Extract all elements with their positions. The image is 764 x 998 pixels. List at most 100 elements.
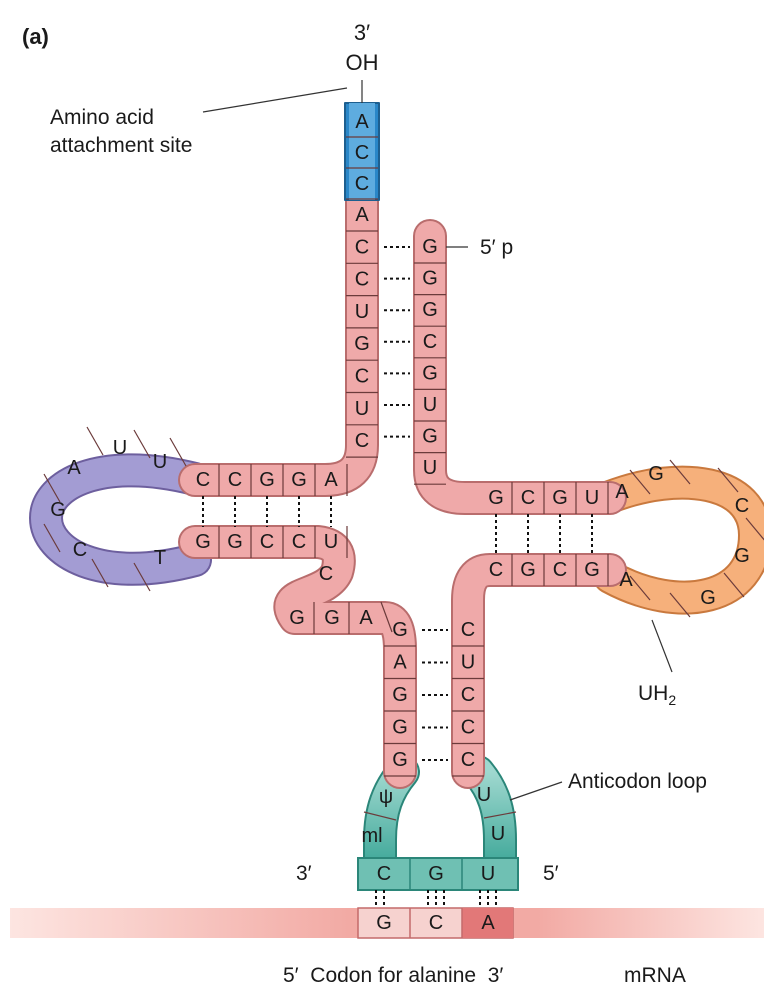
t-stem-bottom-base: G	[584, 559, 600, 581]
d-stem-top-base: C	[228, 469, 242, 491]
end3-oh: OH	[346, 50, 379, 75]
anticodon-loop-base: U	[491, 823, 505, 845]
d-loop-base: G	[50, 499, 66, 521]
acceptor-tail-base: C	[355, 142, 369, 164]
d-loop-separator	[43, 523, 61, 553]
t-stem-bottom-base: C	[489, 559, 503, 581]
codon-box	[357, 907, 514, 939]
anticodon-loop-base: ml	[361, 825, 382, 847]
acceptor-5p-base: G	[422, 299, 438, 321]
end5-label: 5′ p	[480, 236, 513, 259]
t-loop-separator	[629, 575, 651, 601]
d-stem-top-base: C	[196, 469, 210, 491]
t-stem-top-base: C	[521, 487, 535, 509]
t-loop-separator	[669, 592, 691, 618]
d-stem-top-base: G	[259, 469, 275, 491]
uh2-label: UH2	[638, 682, 676, 708]
anticodon-end-left: 3′	[296, 862, 312, 885]
t-loop-base: G	[700, 587, 716, 609]
variable-region-base: G	[324, 607, 340, 629]
end3-prime: 3′	[354, 20, 370, 45]
t-stem-top-base: G	[552, 487, 568, 509]
t-loop-base: G	[734, 545, 750, 567]
anticodon-stem-left-base: G	[392, 749, 408, 771]
t-stem-top-base: G	[488, 487, 504, 509]
t-loop-tube	[593, 465, 764, 615]
t-loop-separator	[669, 459, 691, 485]
d-stem-bottom-base: G	[195, 531, 211, 553]
acceptor-5p-base: U	[423, 457, 437, 479]
t-stem-bottom-base: C	[553, 559, 567, 581]
acceptor-5p-base: G	[422, 362, 438, 384]
acceptor-tail-base: C	[355, 173, 369, 195]
hydrogen-bonds	[202, 246, 593, 908]
t-loop-separator	[745, 517, 764, 541]
variable-region-base: G	[289, 607, 305, 629]
anticodon-stem-right-base: C	[461, 749, 475, 771]
t-loop-separator	[629, 469, 651, 495]
amino-acid-label-2: attachment site	[50, 134, 192, 157]
acceptor-3p-base: C	[355, 430, 369, 452]
codon-base: G	[376, 912, 392, 934]
d-stem-bottom-base: C	[260, 531, 274, 553]
anticodon-stem-right-base: U	[461, 652, 475, 674]
d-stem-bottom-base: C	[292, 531, 306, 553]
anticodon-base: U	[481, 863, 495, 885]
variable-region-base: C	[319, 563, 333, 585]
codon-base: A	[481, 912, 495, 934]
t-loop-separator	[717, 467, 739, 493]
anticodon-stem-left-base: G	[392, 717, 408, 739]
acceptor-3p-base: A	[355, 204, 369, 226]
t-loop-base: C	[735, 495, 749, 517]
anticodon-box	[357, 857, 519, 891]
acceptor-5p-base: C	[423, 331, 437, 353]
acceptor-3p-base: C	[355, 269, 369, 291]
d-loop-base: C	[73, 539, 87, 561]
d-stem-bottom-base: U	[324, 531, 338, 553]
anticodon-base: G	[428, 863, 444, 885]
t-loop-separator	[723, 572, 745, 598]
anticodon-stem-left-base: A	[393, 652, 407, 674]
base-separators	[43, 136, 764, 821]
stem-tubes	[178, 183, 627, 789]
acceptor-3p-base: U	[355, 301, 369, 323]
d-loop-separator	[43, 473, 61, 503]
variable-region-separator	[380, 601, 393, 633]
d-loop-base: U	[153, 451, 167, 473]
t-stem-bottom-base: G	[520, 559, 536, 581]
anticodon-loop-base: ψ	[379, 786, 393, 808]
anticodon-loop-separator	[363, 811, 397, 821]
anticodon-end-right: 5′	[543, 862, 559, 885]
acceptor-3p-base: U	[355, 398, 369, 420]
t-loop-base: G	[648, 463, 664, 485]
leader-lines	[202, 80, 673, 801]
acceptor-5p-base: U	[423, 394, 437, 416]
amino-acid-label-1: Amino acid	[50, 106, 154, 129]
d-loop-separator	[133, 429, 151, 459]
anticodon-stem-left-base: G	[392, 619, 408, 641]
acceptor-5p-base: G	[422, 426, 438, 448]
acceptor-3p-base: C	[355, 236, 369, 258]
anticodon-stem-left-base: G	[392, 684, 408, 706]
acceptor-3p-base: C	[355, 366, 369, 388]
d-loop-base: T	[154, 547, 166, 569]
d-loop-tube	[29, 453, 212, 586]
d-loop-separator	[133, 562, 151, 592]
codon-caption: 5′ Codon for alanine 3′	[283, 964, 503, 987]
codon-base: C	[429, 912, 443, 934]
d-loop-separator	[86, 426, 104, 456]
t-loop-base: A	[619, 569, 633, 591]
anticodon-base: C	[377, 863, 391, 885]
anticodon-loop-label: Anticodon loop	[568, 770, 707, 793]
d-stem-bottom-base: G	[227, 531, 243, 553]
d-loop-separator	[169, 437, 187, 467]
variable-region-base: A	[359, 607, 373, 629]
acceptor-5p-base: G	[422, 268, 438, 290]
t-stem-top-base: U	[585, 487, 599, 509]
d-stem-top-base: G	[291, 469, 307, 491]
anticodon-stem-right-base: C	[461, 684, 475, 706]
anticodon-stem-right-base: C	[461, 619, 475, 641]
acceptor-tail-base: A	[355, 111, 369, 133]
